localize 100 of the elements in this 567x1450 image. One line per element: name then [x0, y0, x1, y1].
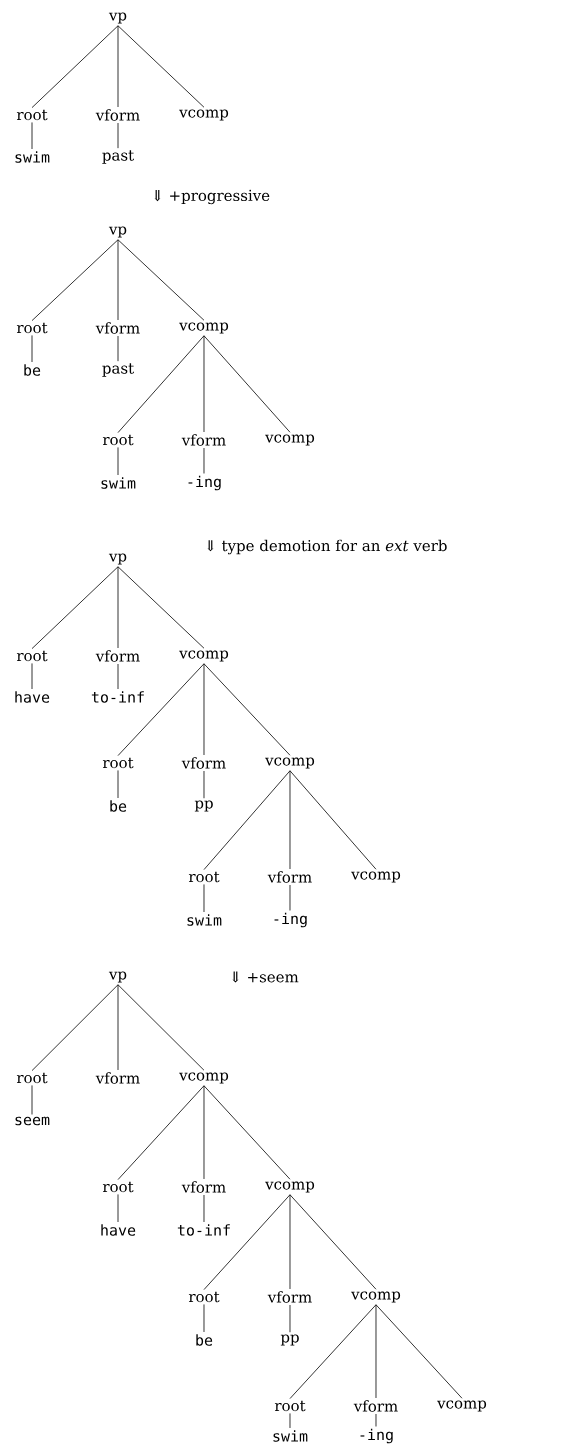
value-label: -ing — [188, 475, 221, 491]
feature-label: vp — [108, 971, 127, 983]
tree-branch — [117, 1085, 205, 1180]
tree-branch — [289, 1413, 291, 1429]
tree-branch — [203, 335, 205, 433]
feature-label: root — [16, 650, 48, 662]
tree-branch — [375, 1413, 377, 1427]
tree-branch — [117, 566, 119, 649]
feature-label: vcomp — [265, 1181, 315, 1193]
feature-label: vcomp — [179, 322, 229, 334]
feature-label: root — [274, 1400, 306, 1412]
feature-label: vform — [95, 1072, 140, 1084]
feature-label: vcomp — [351, 871, 401, 883]
tree-branch — [203, 663, 291, 756]
tree-branch — [289, 1304, 377, 1399]
feature-label: vform — [181, 757, 226, 769]
tree-branch — [117, 239, 205, 321]
tree-branch — [117, 122, 119, 149]
feature-label: vcomp — [265, 757, 315, 769]
tree-branch — [289, 884, 291, 911]
tree-branch — [289, 1304, 291, 1333]
feature-label: vp — [108, 12, 127, 24]
tree-branch — [31, 1085, 33, 1115]
feature-label: vcomp — [179, 650, 229, 662]
tree-branch — [117, 335, 119, 362]
value-label: be — [196, 1334, 213, 1346]
feature-label: vform — [267, 1291, 312, 1303]
feature-label: vcomp — [179, 109, 229, 121]
tree-branch — [289, 1194, 291, 1290]
tree-branch — [117, 984, 119, 1071]
feature-label: vform — [353, 1400, 398, 1412]
tree-branch — [203, 770, 205, 799]
tree-branch — [203, 1085, 205, 1180]
tree-branch — [117, 566, 205, 649]
feature-label: vcomp — [179, 1072, 229, 1084]
tree-branch — [117, 770, 119, 799]
value-label: -ing — [360, 1428, 393, 1444]
tree-branch — [31, 122, 33, 150]
tree-branch — [203, 335, 291, 433]
tree-branch — [117, 1194, 119, 1223]
tree-branch — [289, 1194, 377, 1290]
feature-label: root — [16, 322, 48, 334]
feature-label: vcomp — [437, 1400, 487, 1412]
tree-branch — [203, 1304, 205, 1333]
step-label: ⇓ +seem — [232, 971, 299, 983]
tree-branch — [203, 1194, 205, 1223]
value-label: swim — [15, 151, 50, 163]
value-label: have — [15, 691, 50, 703]
value-label: be — [24, 364, 41, 376]
tree-branch — [31, 239, 119, 321]
tree-branch — [203, 663, 205, 756]
tree-branch — [203, 447, 205, 474]
tree-branch — [117, 984, 205, 1071]
tree-branch — [117, 663, 119, 690]
feature-label: root — [102, 434, 134, 446]
value-label: to-inf — [91, 691, 144, 703]
feature-label: past — [102, 150, 134, 164]
value-label: swim — [187, 914, 222, 926]
feature-label: root — [188, 1291, 220, 1303]
value-label: swim — [101, 477, 136, 489]
value-label: be — [110, 800, 127, 812]
feature-label: root — [102, 757, 134, 769]
tree-branch — [203, 1194, 291, 1290]
tree-branch — [31, 984, 119, 1071]
feature-label: root — [102, 1181, 134, 1193]
tree-branch — [203, 884, 205, 913]
tree-branch — [31, 663, 33, 690]
tree-branch — [31, 335, 33, 363]
tree-branch — [289, 770, 377, 870]
feature-label: vcomp — [265, 434, 315, 446]
feature-label: vform — [267, 871, 312, 883]
feature-label: pp — [280, 1334, 299, 1346]
tree-branch — [375, 1304, 463, 1399]
step-label: ⇓ +progressive — [154, 189, 270, 205]
feature-label: past — [102, 363, 134, 377]
feature-label: root — [16, 109, 48, 121]
feature-label: vform — [95, 650, 140, 662]
tree-branch — [203, 1085, 291, 1180]
step-label: ⇓ type demotion for an ext verb — [207, 539, 447, 555]
value-label: seem — [15, 1116, 50, 1126]
tree-branch — [117, 447, 119, 476]
tree-branch — [289, 770, 291, 870]
tree-branch — [117, 25, 205, 108]
feature-label: vform — [181, 434, 226, 446]
tree-branch — [203, 770, 291, 870]
feature-label: vform — [95, 109, 140, 121]
tree-branch — [117, 335, 205, 433]
feature-label: root — [188, 871, 220, 883]
tree-branch — [117, 663, 205, 756]
tree-branch — [31, 566, 119, 649]
feature-label: vp — [108, 553, 127, 565]
value-label: -ing — [274, 912, 307, 928]
tree-branch — [117, 239, 119, 321]
feature-label: vp — [108, 226, 127, 238]
feature-label: vform — [95, 322, 140, 334]
feature-label: root — [16, 1072, 48, 1084]
value-label: to-inf — [177, 1224, 230, 1236]
tree-branch — [375, 1304, 377, 1399]
feature-label: vform — [181, 1181, 226, 1193]
value-label: have — [101, 1224, 136, 1236]
